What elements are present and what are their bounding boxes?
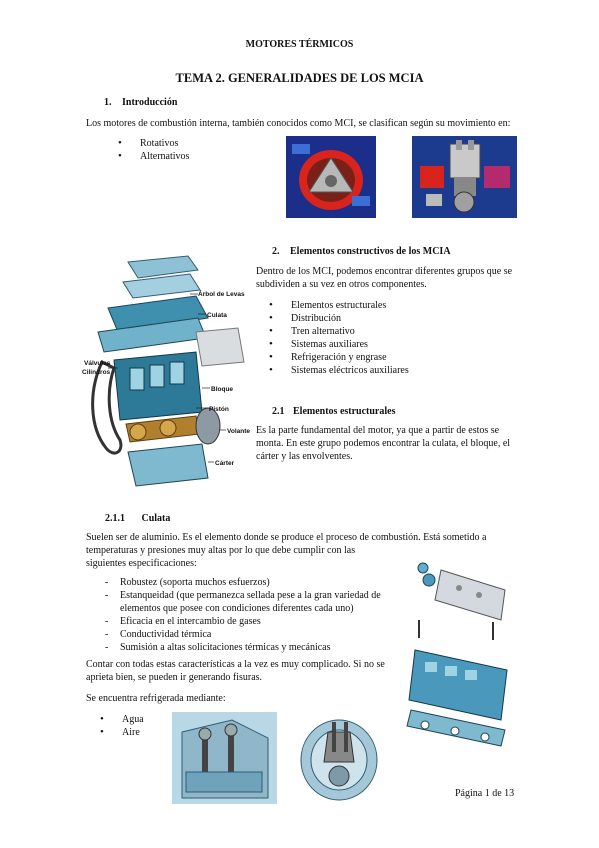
water-cooled-head-image: [172, 712, 277, 804]
text-line: Es la parte fundamental del motor, ya qu…: [256, 425, 500, 436]
label-arbol-de-levas: Árbol de Levas: [198, 291, 245, 298]
text-line: monta. En este grupo podemos encontrar l…: [256, 438, 511, 449]
list-item: Robustez (soporta muchos esfuerzos): [103, 576, 403, 589]
list-item: Alternativos: [114, 150, 189, 163]
label-volante: Volante: [227, 428, 250, 435]
page-title: TEMA 2. GENERALIDADES DE LOS MCIA: [175, 71, 424, 85]
list-item: Tren alternativo: [265, 325, 409, 338]
section-2-1-1-heading: 2.1.1 Culata: [105, 512, 170, 525]
culata-paragraph-2: Contar con todas estas características a…: [86, 658, 396, 684]
text-line: Estanqueidad (que permanezca sellada pes…: [120, 590, 381, 601]
culata-paragraph: Suelen ser de aluminio. Es el elemento d…: [86, 531, 526, 570]
label-carter: Cárter: [215, 460, 235, 467]
exploded-engine-diagram: Árbol de Levas Culata Válvulas Cilindros…: [78, 252, 250, 488]
section-number: 2.1.1: [105, 513, 125, 524]
section-title: Introducción: [122, 97, 178, 108]
section-title: Elementos estructurales: [293, 406, 396, 417]
label-piston: Pistón: [209, 406, 229, 413]
list-item: Eficacia en el intercambio de gases: [103, 615, 403, 628]
text-line: Sumisión a altas solicitaciones térmicas…: [120, 642, 331, 653]
cooling-intro: Se encuentra refrigerada mediante:: [86, 693, 226, 704]
text-line: Dentro de los MCI, podemos encontrar dif…: [256, 266, 513, 277]
text-line: Robustez (soporta muchos esfuerzos): [120, 577, 270, 588]
section-title: Elementos constructivos de los MCIA: [290, 246, 451, 257]
text-line: subdividen a su vez en otros componentes…: [256, 279, 427, 290]
list-item: Elementos estructurales: [265, 299, 409, 312]
cooling-list: Agua Aire: [96, 713, 144, 739]
section-number: 2.: [272, 246, 280, 257]
cylinder-head-exploded-image: [405, 560, 520, 750]
text-line: Eficacia en el intercambio de gases: [120, 616, 261, 627]
list-item: Sistemas auxiliares: [265, 338, 409, 351]
text-line: Contar con todas estas características a…: [86, 659, 385, 670]
list-item: Agua: [96, 713, 144, 726]
list-item: Refrigeración y engrase: [265, 351, 409, 364]
section-2-1-heading: 2.1 Elementos estructurales: [272, 405, 395, 418]
section-1-heading: 1. Introducción: [104, 96, 177, 109]
section-2-heading: 2. Elementos constructivos de los MCIA: [272, 245, 451, 258]
text-line: Suelen ser de aluminio. Es el elemento d…: [86, 532, 487, 543]
section-2-1-paragraph: Es la parte fundamental del motor, ya qu…: [256, 424, 526, 463]
list-item: Sumisión a altas solicitaciones térmicas…: [103, 641, 403, 654]
text-line: cárter y las envolventes.: [256, 451, 353, 462]
component-groups-list: Elementos estructurales Distribución Tre…: [265, 299, 409, 377]
label-cilindros: Cilindros: [82, 369, 111, 376]
engine-type-list: Rotativos Alternativos: [114, 137, 189, 163]
intro-paragraph: Los motores de combustión interna, tambi…: [86, 118, 511, 129]
culata-specs-list: Robustez (soporta muchos esfuerzos) Esta…: [103, 576, 403, 654]
text-line: temperaturas y presiones muy altas por l…: [86, 545, 356, 556]
text-line: Conductividad térmica: [120, 629, 212, 640]
list-item: Conductividad térmica: [103, 628, 403, 641]
document-header: MOTORES TÉRMICOS: [245, 39, 354, 50]
list-item: Rotativos: [114, 137, 189, 150]
list-item: Distribución: [265, 312, 409, 325]
rotary-engine-image: [286, 136, 376, 218]
list-item: Aire: [96, 726, 144, 739]
piston-engine-image: [412, 136, 517, 218]
text-line: aprieta bien, se pueden ir generando fis…: [86, 672, 263, 683]
label-bloque: Bloque: [211, 386, 234, 393]
text-line: elementos que posee con condiciones dife…: [120, 603, 354, 614]
section-number: 1.: [104, 97, 112, 108]
air-cooled-head-image: [298, 712, 380, 804]
label-culata: Culata: [207, 312, 227, 319]
label-valvulas: Válvulas: [84, 360, 111, 367]
list-item: Sistemas eléctricos auxiliares: [265, 364, 409, 377]
section-title: Culata: [141, 513, 171, 524]
list-item: Estanqueidad (que permanezca sellada pes…: [103, 589, 403, 615]
text-line: siguientes especificaciones:: [86, 558, 197, 569]
section-number: 2.1: [272, 406, 285, 417]
section-2-paragraph: Dentro de los MCI, podemos encontrar dif…: [256, 265, 526, 291]
page-number: Página 1 de 13: [455, 788, 515, 799]
